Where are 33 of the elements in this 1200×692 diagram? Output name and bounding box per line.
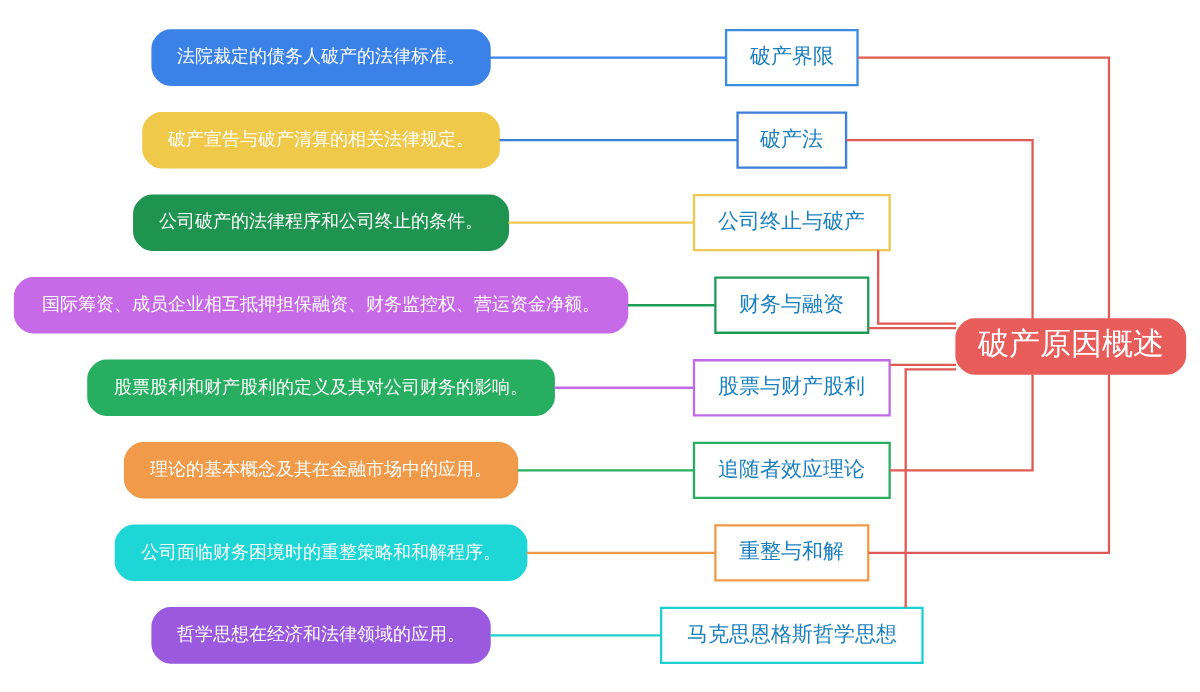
node-box: 破产原因概述 [955, 317, 1187, 375]
node-box: 理论的基本概念及其在金融市场中的应用。 [123, 441, 519, 499]
connector [490, 56, 726, 59]
connector [517, 468, 694, 471]
node-box: 哲学思想在经济和法律领域的应用。 [151, 606, 491, 664]
node-box: 股票与财产股利 [692, 358, 891, 416]
connector [499, 138, 738, 141]
connector [490, 633, 661, 636]
connector [554, 386, 694, 389]
node-box: 股票股利和财产股利的定义及其对公司财务的影响。 [87, 359, 555, 416]
connector [627, 303, 716, 306]
node-box: 公司破产的法律程序和公司终止的条件。 [133, 193, 510, 251]
node-box: 财务与融资 [714, 276, 870, 334]
connector [890, 363, 957, 366]
node-box: 法院裁定的债务人破产的法律标准。 [151, 28, 491, 86]
node-box: 公司终止与破产 [692, 193, 891, 251]
node-box: 破产法 [736, 111, 848, 169]
node-box: 公司面临财务困境时的重整策略和和解程序。 [114, 524, 528, 581]
node-box: 国际筹资、成员企业相互抵押担保融资、财务监控权、营运资金净额。 [13, 276, 629, 333]
node-box: 破产界限 [724, 28, 859, 86]
connector [868, 326, 957, 329]
connector [877, 249, 956, 325]
connector [904, 367, 957, 607]
connector [508, 221, 694, 224]
connector [526, 551, 716, 554]
node-box: 破产宣告与破产清算的相关法律规定。 [142, 111, 500, 168]
connector [868, 373, 1111, 554]
node-box: 追随者效应理论 [692, 441, 891, 499]
node-box: 马克思恩格斯哲学思想 [660, 606, 924, 664]
connector [857, 56, 1111, 319]
node-box: 重整与和解 [714, 523, 870, 581]
connector [846, 138, 1034, 319]
connector [889, 374, 1034, 471]
